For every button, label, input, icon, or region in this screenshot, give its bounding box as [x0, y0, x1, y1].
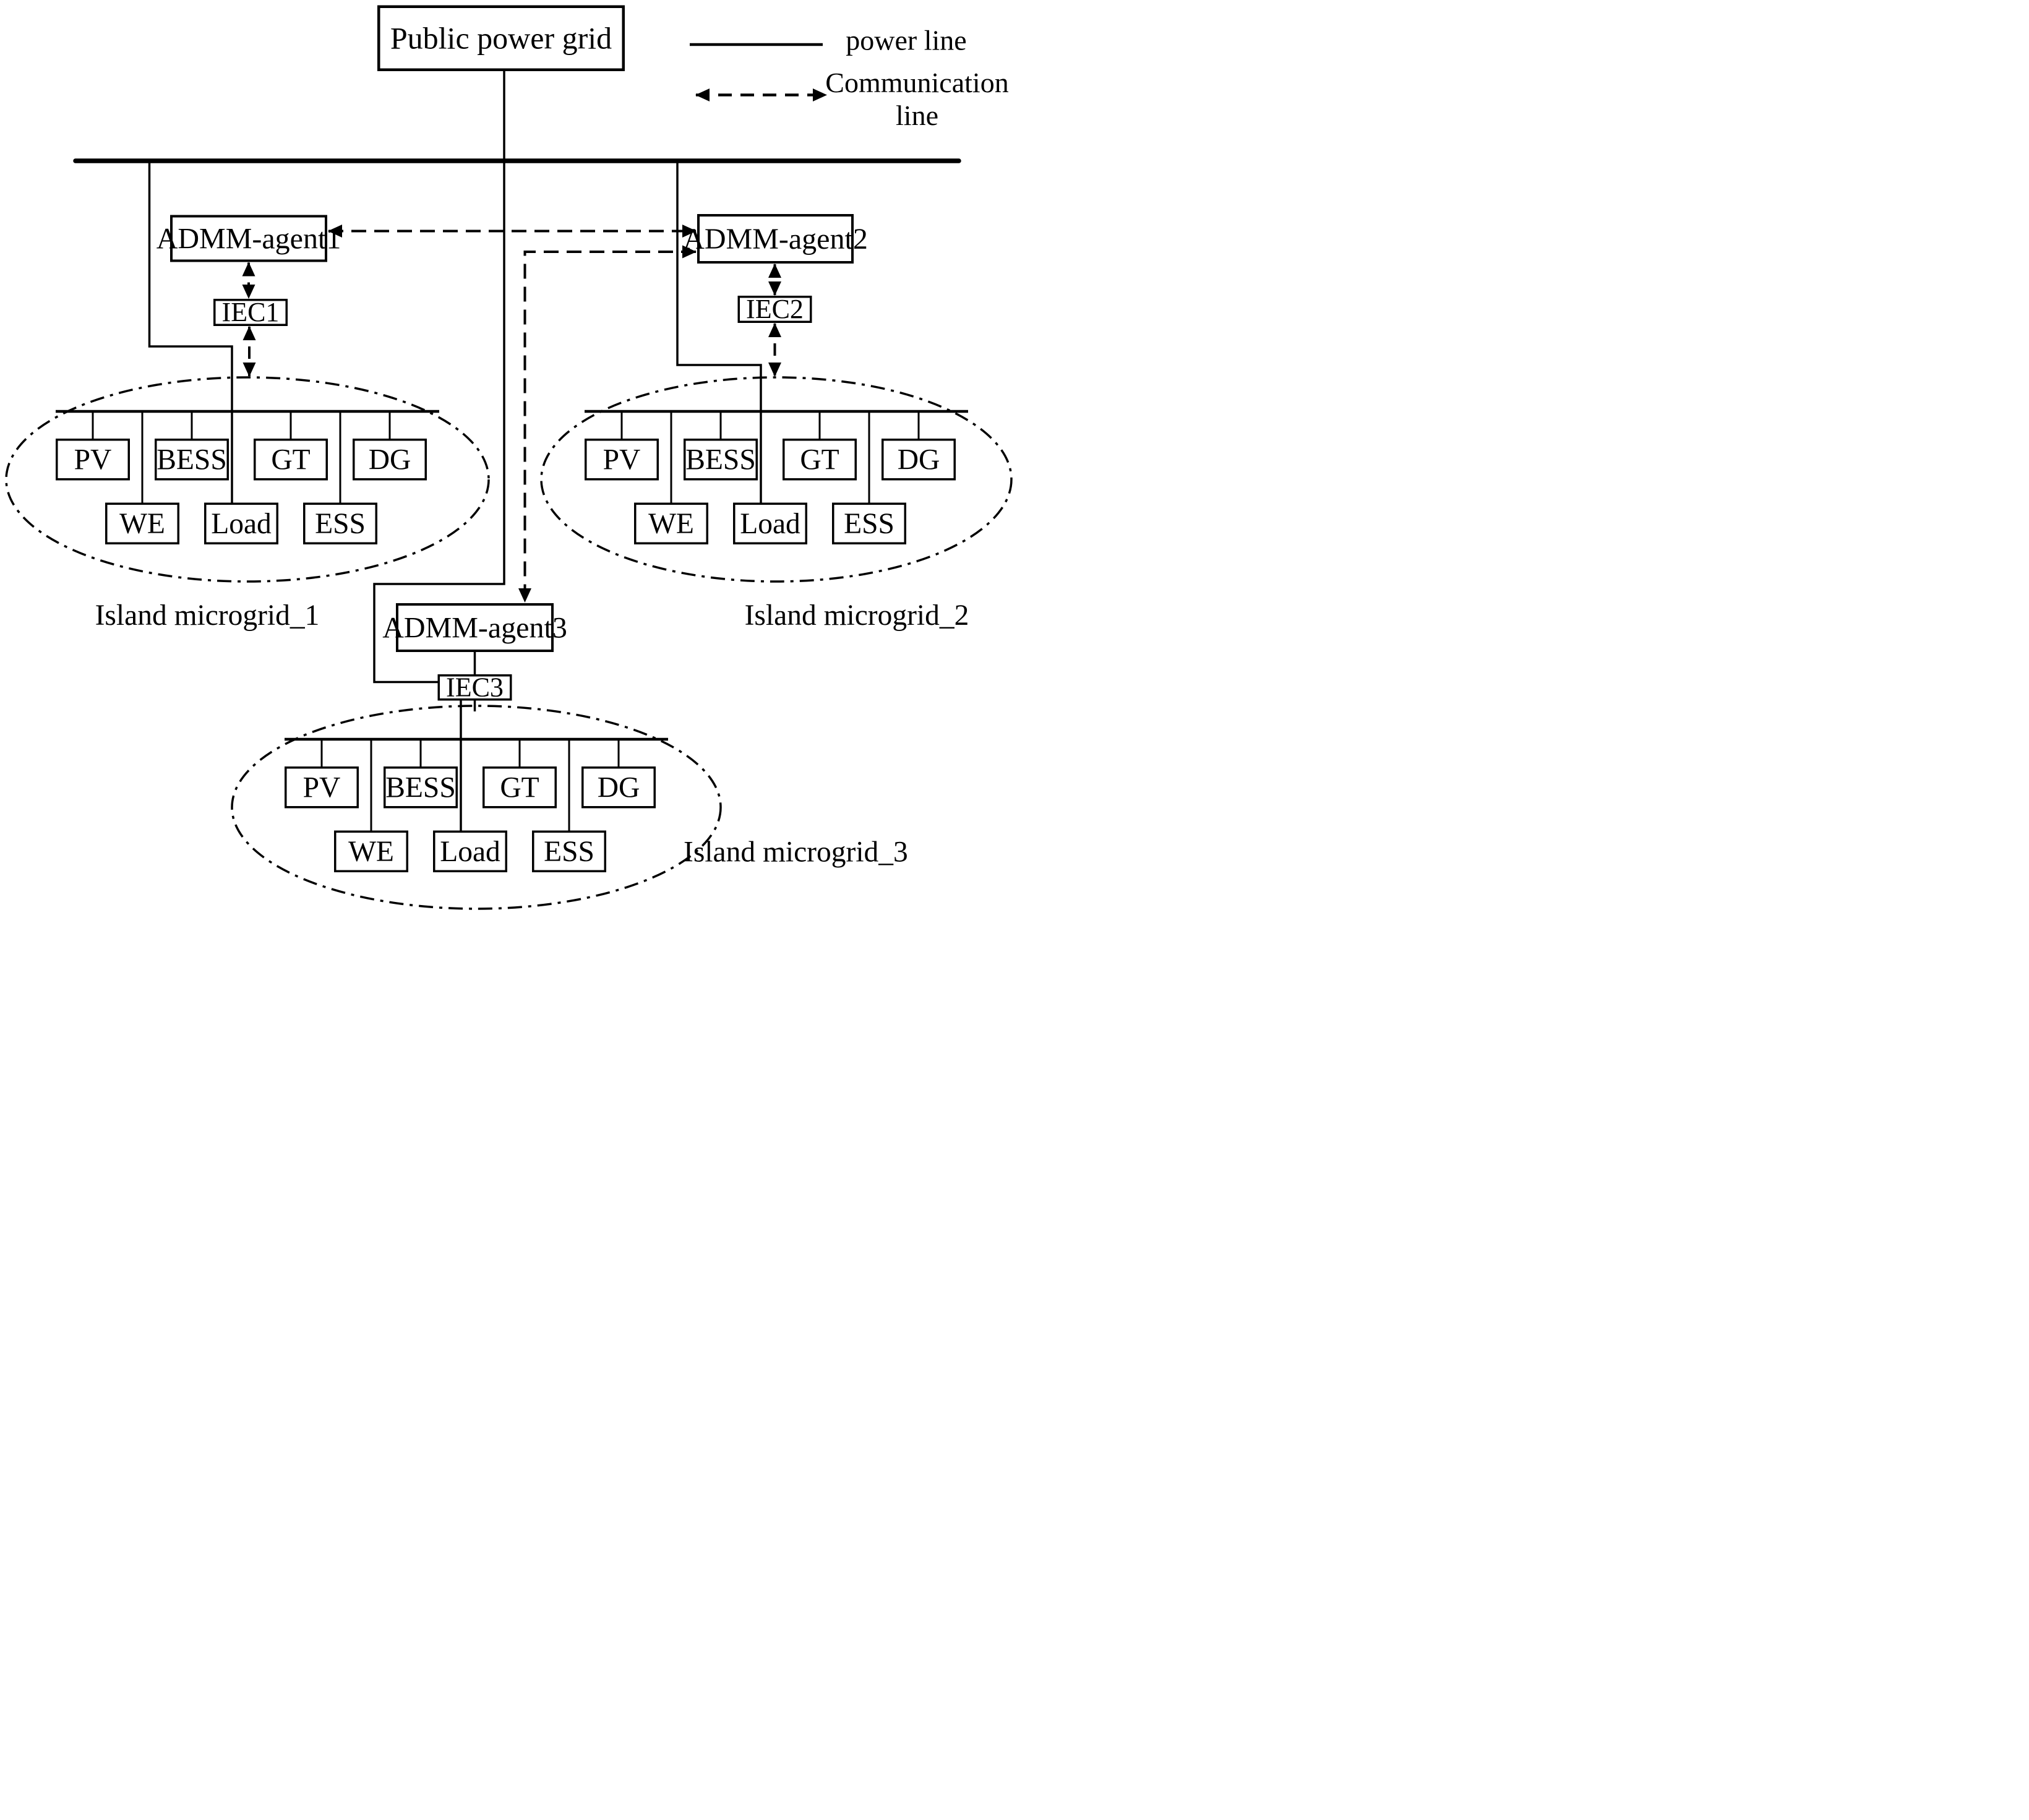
device-box-we-mg2: WE — [634, 502, 708, 544]
device-label-dg-mg2: DG — [897, 443, 940, 476]
microgrid1-label-text: Island microgrid_1 — [95, 598, 320, 632]
legend-communication-text-line2: line — [896, 99, 938, 131]
device-box-ess-mg3: ESS — [532, 830, 606, 872]
public-power-grid-box: Public power grid — [377, 5, 625, 71]
device-box-ess-mg1: ESS — [303, 502, 377, 544]
iec1-label: IEC1 — [221, 297, 280, 327]
microgrid2-boundary-ellipse — [540, 376, 1013, 583]
device-box-load-mg2: Load — [733, 502, 807, 544]
microgrid3-device-stub-lines — [320, 739, 620, 831]
device-box-bess-mg2: BESS — [684, 439, 758, 481]
microgrid1-device-stub-lines — [92, 411, 391, 503]
device-label-we-mg3: WE — [348, 835, 394, 868]
legend-power-line-label: power line — [813, 24, 999, 57]
microgrid3-boundary-ellipse — [231, 705, 722, 910]
device-label-we-mg2: WE — [648, 507, 694, 540]
device-box-gt-mg3: GT — [483, 766, 557, 809]
device-box-gt-mg1: GT — [254, 439, 328, 481]
admm-agent3-box: ADMM-agent3 — [382, 603, 567, 652]
device-box-dg-mg2: DG — [882, 439, 956, 481]
iec2-box: IEC2 — [737, 294, 812, 324]
microgrid1-boundary-ellipse — [5, 376, 490, 583]
device-label-gt-mg2: GT — [800, 443, 839, 476]
microgrid1-label: Island microgrid_1 — [84, 599, 331, 632]
device-label-gt-mg3: GT — [500, 771, 539, 804]
device-box-pv-mg2: PV — [585, 439, 659, 481]
power-line-bus-to-microgrid1 — [148, 163, 233, 503]
admm-agent1-box: ADMM-agent1 — [157, 215, 341, 262]
device-label-pv-mg3: PV — [302, 771, 341, 804]
device-label-gt-mg1: GT — [271, 443, 311, 476]
device-label-load-mg1: Load — [211, 507, 272, 540]
device-label-bess-mg2: BESS — [685, 443, 756, 476]
device-label-load-mg3: Load — [440, 835, 500, 868]
iec3-label: IEC3 — [446, 672, 504, 703]
microgrid2-device-stub-lines — [620, 411, 920, 503]
device-box-load-mg3: Load — [433, 830, 507, 872]
comm-line-agent2-agent3 — [518, 245, 697, 603]
figure-viewport: Public power grid power line Communicati… — [0, 0, 1015, 910]
device-box-load-mg1: Load — [204, 502, 278, 544]
iec1-box: IEC1 — [213, 299, 288, 326]
admm-agent3-label: ADMM-agent3 — [382, 611, 567, 644]
microgrid3-label-text: Island microgrid_3 — [684, 835, 908, 868]
device-box-dg-mg1: DG — [353, 439, 427, 481]
device-label-ess-mg3: ESS — [544, 835, 594, 868]
device-label-pv-mg1: PV — [74, 443, 112, 476]
legend-communication-text-line1: Communication — [825, 67, 1009, 98]
microgrid2-label-text: Island microgrid_2 — [744, 598, 969, 632]
device-box-ess-mg2: ESS — [832, 502, 906, 544]
microgrid3-label: Island microgrid_3 — [684, 835, 908, 868]
device-box-bess-mg3: BESS — [384, 766, 458, 809]
device-box-we-mg3: WE — [334, 830, 408, 872]
microgrid-architecture-diagram: Public power grid power line Communicati… — [0, 0, 1015, 910]
iec3-box: IEC3 — [437, 672, 512, 703]
iec2-label: IEC2 — [746, 294, 804, 324]
device-label-pv-mg2: PV — [603, 443, 641, 476]
device-label-dg-mg3: DG — [597, 771, 640, 804]
device-box-pv-mg3: PV — [285, 766, 359, 809]
admm-agent2-box: ADMM-agent2 — [683, 214, 868, 264]
device-label-ess-mg1: ESS — [315, 507, 366, 540]
device-label-bess-mg3: BESS — [385, 771, 456, 804]
device-label-load-mg2: Load — [740, 507, 800, 540]
public-power-grid-label: Public power grid — [390, 20, 612, 56]
device-box-bess-mg1: BESS — [155, 439, 229, 481]
device-label-we-mg1: WE — [119, 507, 165, 540]
device-box-we-mg1: WE — [105, 502, 179, 544]
microgrid2-label: Island microgrid_2 — [733, 599, 980, 632]
device-label-bess-mg1: BESS — [157, 443, 227, 476]
legend-communication-line-label: Communication line — [825, 67, 1010, 132]
admm-agent2-label: ADMM-agent2 — [683, 222, 868, 255]
device-box-pv-mg1: PV — [56, 439, 130, 481]
device-label-ess-mg2: ESS — [844, 507, 894, 540]
legend-power-line-text: power line — [846, 24, 967, 56]
device-box-gt-mg2: GT — [783, 439, 857, 481]
admm-agent1-label: ADMM-agent1 — [156, 221, 341, 255]
diagram-lines-layer — [5, 43, 1013, 910]
device-box-dg-mg3: DG — [581, 766, 656, 809]
device-label-dg-mg1: DG — [368, 443, 411, 476]
